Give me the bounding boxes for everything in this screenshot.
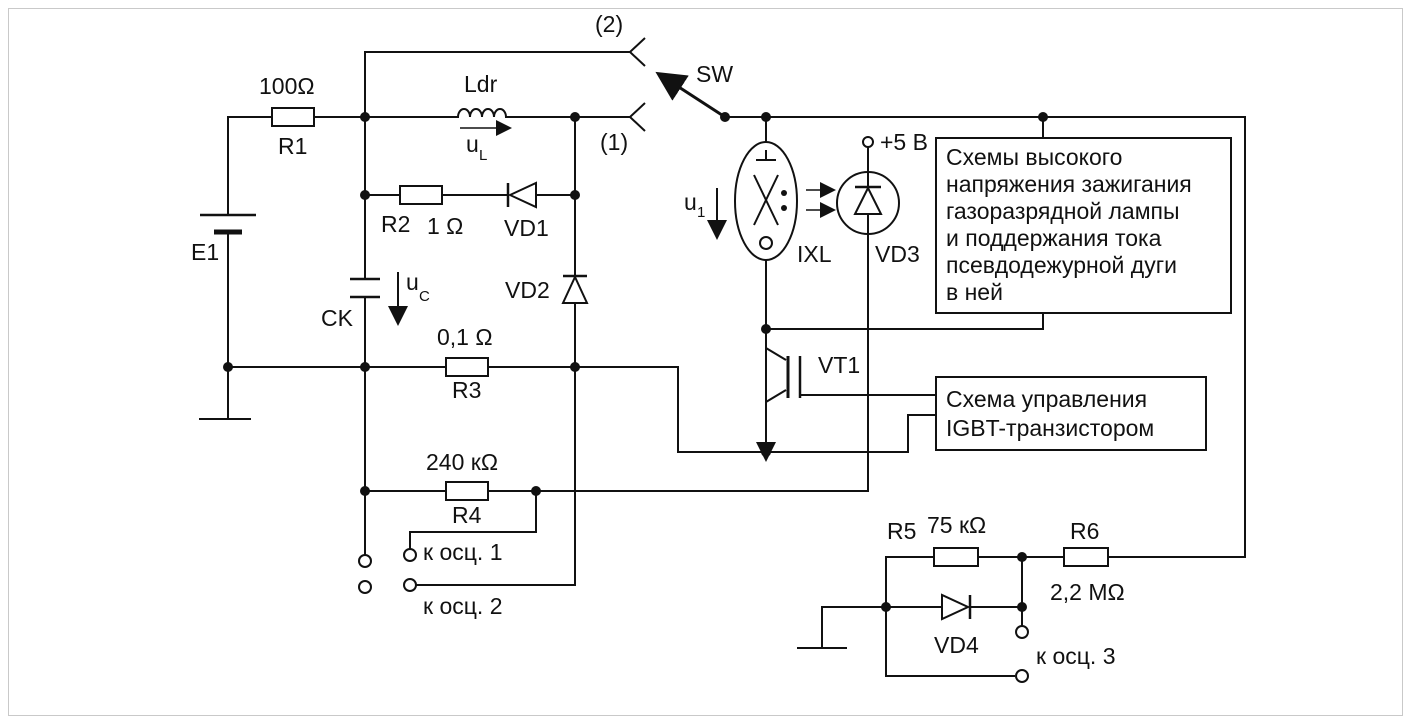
resistor-r6 xyxy=(1063,547,1109,567)
label-r4-value: 240 кΩ xyxy=(426,449,498,475)
inductor-ldr xyxy=(457,108,512,136)
high-voltage-box-text: Схемы высокого напряжения зажигания газо… xyxy=(946,144,1192,305)
label-uc-sub: C xyxy=(419,288,430,305)
label-vd4: VD4 xyxy=(934,632,979,658)
label-vd2: VD2 xyxy=(505,277,550,303)
label-ck: CK xyxy=(321,305,354,331)
terminals xyxy=(358,548,1029,683)
diode-vd1 xyxy=(506,181,537,209)
hv-line-5: псевдодежурной дуги xyxy=(946,252,1177,278)
label-uc: u xyxy=(406,269,419,295)
label-r6: R6 xyxy=(1070,518,1099,544)
label-plus5v: +5 В xyxy=(880,129,928,155)
label-r1: R1 xyxy=(278,133,307,159)
label-vt1: VT1 xyxy=(818,352,860,378)
wires xyxy=(199,37,1246,677)
resistor-r2 xyxy=(399,185,443,205)
label-r5: R5 xyxy=(887,518,916,544)
label-vd3: VD3 xyxy=(875,241,920,267)
label-r6-value: 2,2 МΩ xyxy=(1050,579,1125,605)
resistor-r1 xyxy=(271,107,315,127)
optocoupler-ixl xyxy=(734,141,798,261)
light-arrows xyxy=(806,182,836,218)
label-r2: R2 xyxy=(381,211,410,237)
junction-dots xyxy=(223,112,1048,612)
label-ul: u xyxy=(466,131,479,157)
component-labels: 100Ω R1 Ldr u L (2) (1) SW R2 1 Ω VD1 E1… xyxy=(191,11,1125,669)
resistor-r5 xyxy=(933,547,979,567)
label-r3: R3 xyxy=(452,377,481,403)
label-u1: u xyxy=(684,189,697,215)
label-ixl: IXL xyxy=(797,241,832,267)
igbt-line-1: Схема управления xyxy=(946,386,1147,412)
diagram-frame xyxy=(8,8,1403,716)
label-ldr: Ldr xyxy=(464,71,498,97)
label-e1: E1 xyxy=(191,239,219,265)
label-sw-pos2: (2) xyxy=(595,11,623,37)
label-osc3: к осц. 3 xyxy=(1036,643,1116,669)
hv-line-6: в ней xyxy=(946,279,1003,305)
hv-line-4: и поддержания тока xyxy=(946,225,1162,251)
diode-vd4 xyxy=(941,593,972,621)
label-sw-pos1: (1) xyxy=(600,129,628,155)
battery-e1 xyxy=(200,213,256,235)
resistor-r4 xyxy=(445,481,489,501)
diode-vd2 xyxy=(561,274,589,304)
label-u1-sub: 1 xyxy=(697,204,705,221)
igbt-box-text: Схема управления IGBT-транзистором xyxy=(946,386,1154,441)
label-sw: SW xyxy=(696,61,733,87)
capacitor-ck xyxy=(350,277,380,299)
label-r3-value: 0,1 Ω xyxy=(437,324,493,350)
label-r4: R4 xyxy=(452,502,482,528)
switch-arm xyxy=(655,71,726,119)
label-osc2: к осц. 2 xyxy=(423,593,503,619)
hv-line-3: газоразрядной лампы xyxy=(946,198,1180,224)
label-r1-value: 100Ω xyxy=(259,73,315,99)
label-r5-value: 75 кΩ xyxy=(927,512,986,538)
hv-line-2: напряжения зажигания xyxy=(946,171,1192,197)
label-ul-sub: L xyxy=(479,147,487,164)
transistor-vt1 xyxy=(756,338,802,462)
hv-line-1: Схемы высокого xyxy=(946,144,1122,170)
resistor-r3 xyxy=(445,357,489,377)
label-osc1: к осц. 1 xyxy=(423,539,503,565)
label-r2-value: 1 Ω xyxy=(427,213,463,239)
igbt-line-2: IGBT-транзистором xyxy=(946,415,1154,441)
high-voltage-box xyxy=(935,137,1232,314)
igbt-control-box xyxy=(935,376,1207,451)
photodiode-vd3 xyxy=(836,136,900,235)
label-vd1: VD1 xyxy=(504,215,549,241)
